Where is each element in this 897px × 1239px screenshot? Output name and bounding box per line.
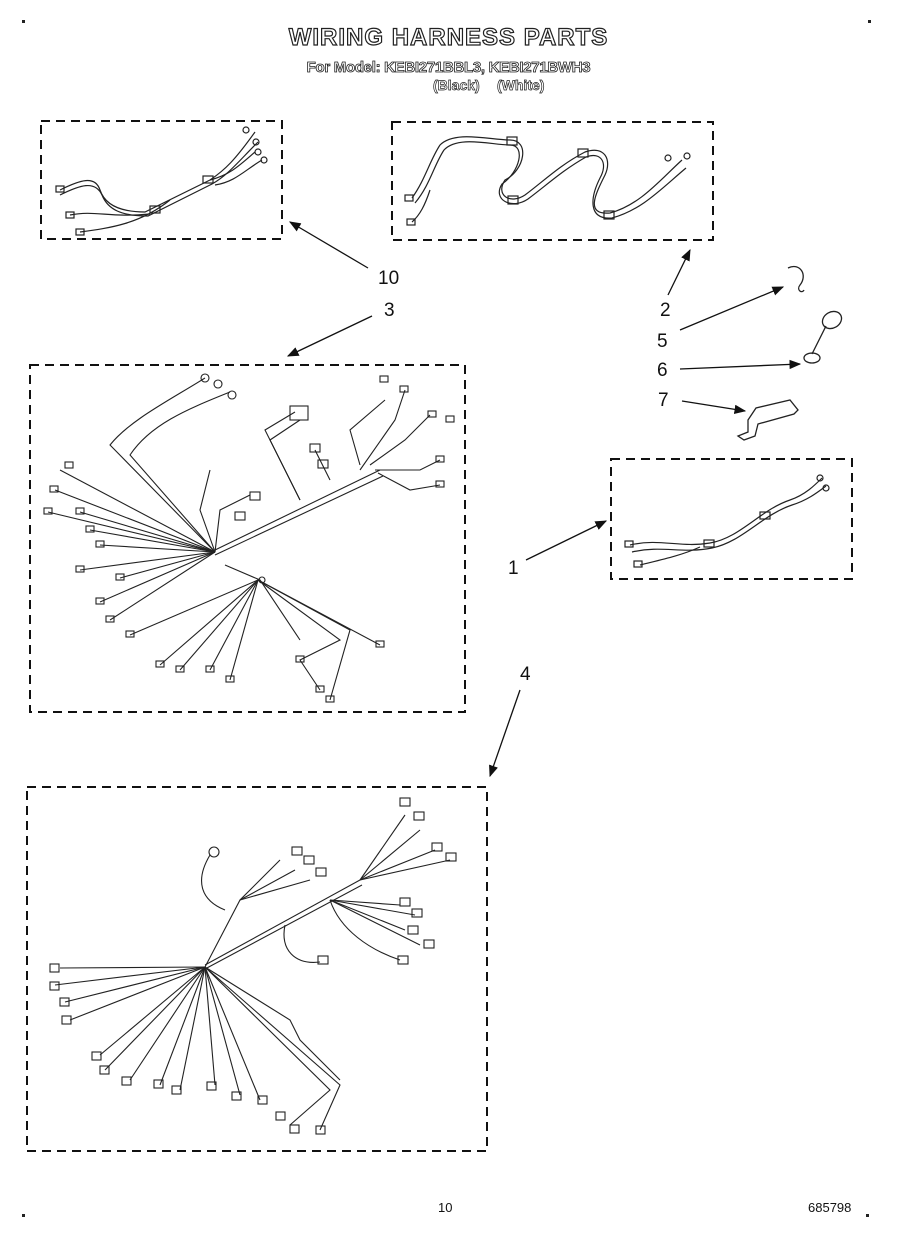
corner-mark-br xyxy=(866,1214,869,1217)
variant-black-label: (Black) xyxy=(433,77,480,94)
leader-1 xyxy=(525,520,608,561)
harness-1 xyxy=(624,474,830,568)
leader-10 xyxy=(288,221,369,269)
leader-3 xyxy=(286,315,373,357)
page-title: WIRING HARNESS PARTS xyxy=(288,23,609,51)
leader-2 xyxy=(667,248,691,296)
harness-10 xyxy=(55,126,268,236)
part-6-grommet xyxy=(803,310,843,364)
corner-mark-tr xyxy=(868,20,871,23)
harness-2 xyxy=(404,136,691,226)
part-box-4 xyxy=(26,786,488,1152)
callout-4: 4 xyxy=(520,664,531,685)
model-line: For Model: KEBI271BBL3, KEBI271BWH3 xyxy=(306,59,591,77)
callout-10: 10 xyxy=(378,268,400,289)
callout-5: 5 xyxy=(657,331,668,352)
part-7-bracket xyxy=(736,399,799,441)
part-box-10 xyxy=(40,120,283,240)
leader-7 xyxy=(681,400,747,414)
harness-4 xyxy=(49,797,457,1135)
document-number: 685798 xyxy=(808,1200,852,1215)
callout-2: 2 xyxy=(660,300,671,321)
part-box-1 xyxy=(610,458,853,580)
callout-1: 1 xyxy=(508,558,519,579)
page-number: 10 xyxy=(438,1200,453,1215)
part-box-2 xyxy=(391,121,714,241)
callout-3: 3 xyxy=(384,300,395,321)
variant-white-label: (White) xyxy=(497,77,545,94)
part-box-3 xyxy=(29,364,466,713)
callout-7: 7 xyxy=(658,390,669,411)
corner-mark-tl xyxy=(22,20,25,23)
part-5-clip xyxy=(787,265,805,293)
leader-4 xyxy=(489,689,521,778)
callout-6: 6 xyxy=(657,360,668,381)
leader-6 xyxy=(679,359,802,370)
harness-3 xyxy=(43,373,455,703)
leader-5 xyxy=(679,286,785,331)
corner-mark-bl xyxy=(22,1214,25,1217)
